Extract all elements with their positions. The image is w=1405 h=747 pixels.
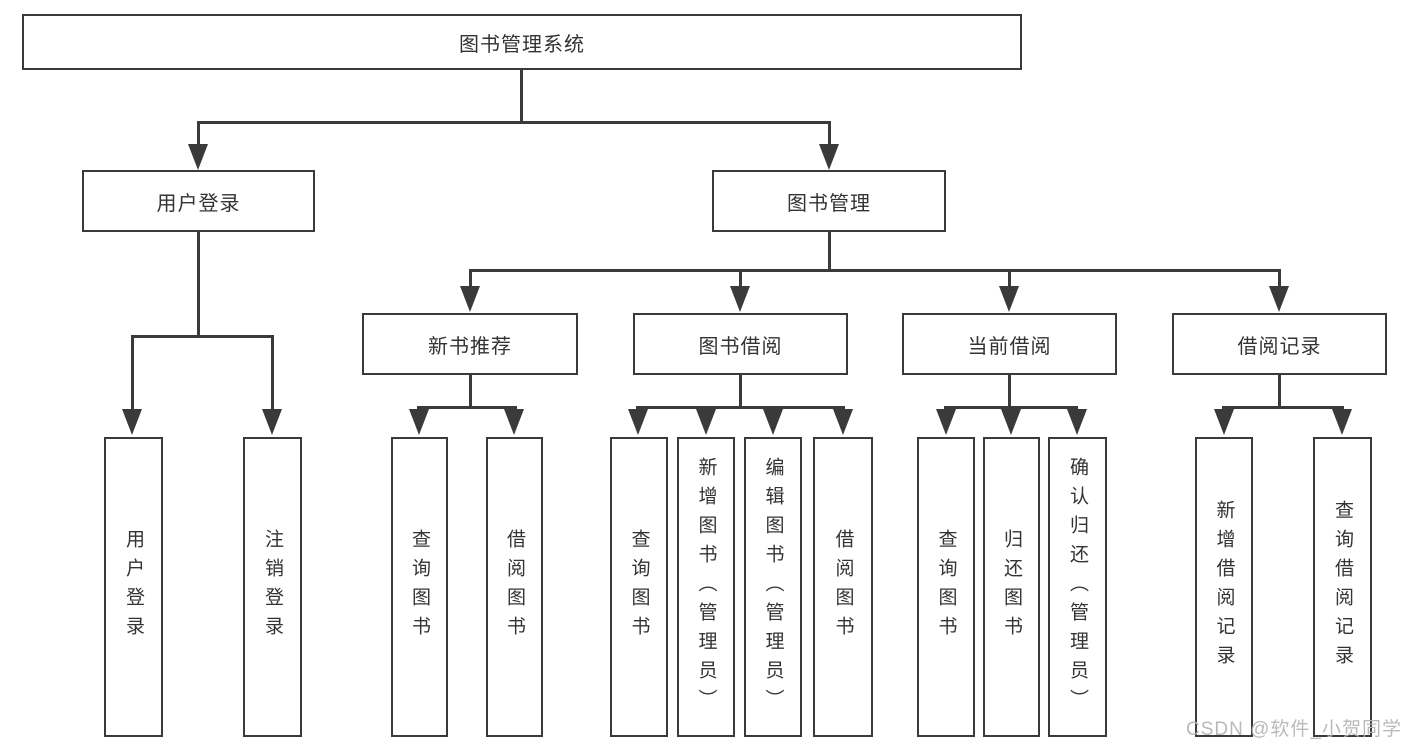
- node-borrow-records-label: 借阅记录: [1237, 335, 1322, 358]
- node-user-login: 用户登录: [82, 170, 315, 232]
- leaf-confirm-return-admin-label: 确认归还（管理员）: [1067, 456, 1088, 718]
- connector-line: [636, 406, 845, 409]
- leaf-borrow-books-2-label: 借阅图书: [832, 529, 854, 645]
- node-new-book-recommend: 新书推荐: [362, 313, 578, 375]
- leaf-query-books-recommend-label: 查询图书: [409, 529, 430, 645]
- leaf-borrow-books-recommend-label: 借阅图书: [504, 529, 525, 645]
- connector-line: [520, 70, 523, 124]
- arrowhead-down-icon: [936, 409, 956, 435]
- arrowhead-down-icon: [819, 144, 839, 170]
- arrowhead-down-icon: [409, 409, 429, 435]
- leaf-logout: 注销登录: [243, 437, 302, 737]
- arrowhead-down-icon: [188, 144, 208, 170]
- arrowhead-down-icon: [122, 409, 142, 435]
- arrowhead-down-icon: [730, 286, 750, 312]
- node-borrow-records: 借阅记录: [1172, 313, 1387, 375]
- leaf-query-books-current-label: 查询图书: [935, 529, 957, 645]
- leaf-logout-label: 注销登录: [262, 529, 283, 645]
- leaf-query-books-current: 查询图书: [917, 437, 975, 737]
- arrowhead-down-icon: [696, 409, 716, 435]
- leaf-query-borrow-record: 查询借阅记录: [1313, 437, 1372, 737]
- connector-line: [469, 272, 472, 288]
- arrowhead-down-icon: [1067, 409, 1087, 435]
- arrowhead-down-icon: [999, 286, 1019, 312]
- connector-line: [271, 338, 274, 410]
- connector-line: [417, 406, 517, 409]
- connector-line: [197, 121, 831, 124]
- connector-line: [131, 338, 134, 410]
- leaf-query-books-recommend: 查询图书: [391, 437, 448, 737]
- node-root-label: 图书管理系统: [459, 33, 585, 56]
- leaf-user-login: 用户登录: [104, 437, 163, 737]
- connector-line: [828, 232, 831, 272]
- node-book-borrow: 图书借阅: [633, 313, 848, 375]
- connector-line: [1008, 375, 1011, 409]
- leaf-query-books-borrow-label: 查询图书: [628, 529, 650, 645]
- csdn-watermark: CSDN @软件_小贺同学: [1186, 719, 1402, 740]
- connector-line: [1278, 272, 1281, 288]
- arrowhead-down-icon: [504, 409, 524, 435]
- node-book-borrow-label: 图书借阅: [698, 335, 783, 358]
- arrowhead-down-icon: [628, 409, 648, 435]
- connector-line: [739, 375, 742, 409]
- connector-line: [1278, 375, 1281, 409]
- arrowhead-down-icon: [262, 409, 282, 435]
- leaf-borrow-books-2: 借阅图书: [813, 437, 873, 737]
- connector-line: [131, 335, 274, 338]
- node-current-borrow: 当前借阅: [902, 313, 1117, 375]
- leaf-add-borrow-record-label: 新增借阅记录: [1213, 500, 1235, 674]
- connector-line: [469, 269, 1281, 272]
- connector-line: [469, 375, 472, 409]
- arrowhead-down-icon: [1332, 409, 1352, 435]
- leaf-confirm-return-admin: 确认归还（管理员）: [1048, 437, 1107, 737]
- leaf-add-borrow-record: 新增借阅记录: [1195, 437, 1253, 737]
- node-current-borrow-label: 当前借阅: [967, 335, 1052, 358]
- arrowhead-down-icon: [833, 409, 853, 435]
- connector-line: [1222, 406, 1344, 409]
- node-user-login-label: 用户登录: [156, 192, 241, 215]
- leaf-return-books-label: 归还图书: [1001, 529, 1022, 645]
- leaf-query-borrow-record-label: 查询借阅记录: [1332, 500, 1353, 674]
- node-root: 图书管理系统: [22, 14, 1022, 70]
- node-book-management: 图书管理: [712, 170, 946, 232]
- connector-line: [197, 124, 200, 148]
- leaf-edit-book-admin-label: 编辑图书（管理员）: [762, 456, 784, 718]
- arrowhead-down-icon: [460, 286, 480, 312]
- leaf-user-login-label: 用户登录: [123, 529, 144, 645]
- arrowhead-down-icon: [1214, 409, 1234, 435]
- leaf-return-books: 归还图书: [983, 437, 1040, 737]
- leaf-edit-book-admin: 编辑图书（管理员）: [744, 437, 802, 737]
- node-new-book-recommend-label: 新书推荐: [428, 335, 512, 358]
- arrowhead-down-icon: [1001, 409, 1021, 435]
- arrowhead-down-icon: [763, 409, 783, 435]
- leaf-add-book-admin: 新增图书（管理员）: [677, 437, 735, 737]
- connector-line: [944, 406, 1078, 409]
- leaf-query-books-borrow: 查询图书: [610, 437, 668, 737]
- connector-line: [1008, 272, 1011, 288]
- connector-line: [197, 232, 200, 338]
- node-book-management-label: 图书管理: [787, 192, 871, 215]
- connector-line: [828, 124, 831, 148]
- connector-line: [739, 272, 742, 288]
- leaf-borrow-books-recommend: 借阅图书: [486, 437, 543, 737]
- leaf-add-book-admin-label: 新增图书（管理员）: [695, 456, 717, 718]
- arrowhead-down-icon: [1269, 286, 1289, 312]
